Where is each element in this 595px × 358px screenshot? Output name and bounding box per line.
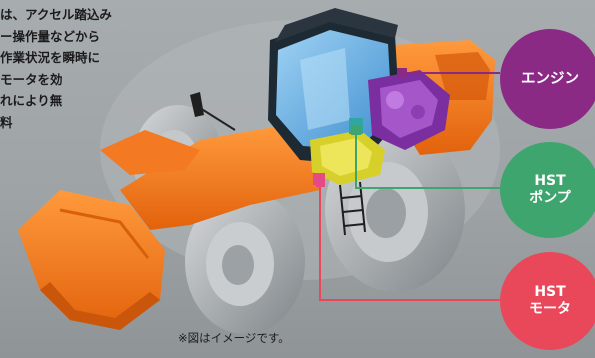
pump-leader-line	[351, 125, 500, 189]
hst-pump-label-line2: ポンプ	[529, 190, 571, 206]
hst-pump-label: HST ポンプ	[500, 142, 595, 238]
hst-pump-label-line1: HST	[534, 173, 566, 189]
description-line: モータを効	[0, 71, 63, 87]
description-line: 作業状況を瞬時に	[0, 50, 101, 65]
description-line: ー操作量などから	[0, 28, 101, 44]
engine-label: エンジン	[500, 29, 595, 129]
description-line: は、アクセル踏込み	[0, 7, 112, 22]
front-wheel	[185, 190, 305, 334]
ladder	[339, 181, 366, 236]
engine-label-text: エンジン	[521, 70, 579, 87]
loader-boom	[120, 125, 330, 230]
engine-part	[368, 70, 450, 150]
description-line: れにより無	[0, 93, 63, 108]
image-caption: ※図はイメージです。	[178, 331, 290, 345]
hst-motor-label-line1: HST	[534, 284, 566, 300]
mirror	[190, 92, 204, 117]
engine-leader-line	[397, 68, 500, 78]
hst-motor-label-line2: モータ	[529, 301, 571, 317]
motor-leader-line	[316, 178, 500, 301]
description-line: 料	[0, 114, 13, 130]
hst-motor-label: HST モータ	[500, 252, 595, 350]
boom-arm	[100, 130, 200, 175]
description-text: は、アクセル踏込み ー操作量などから 作業状況を瞬時に モータを効 れにより無 …	[0, 4, 175, 133]
